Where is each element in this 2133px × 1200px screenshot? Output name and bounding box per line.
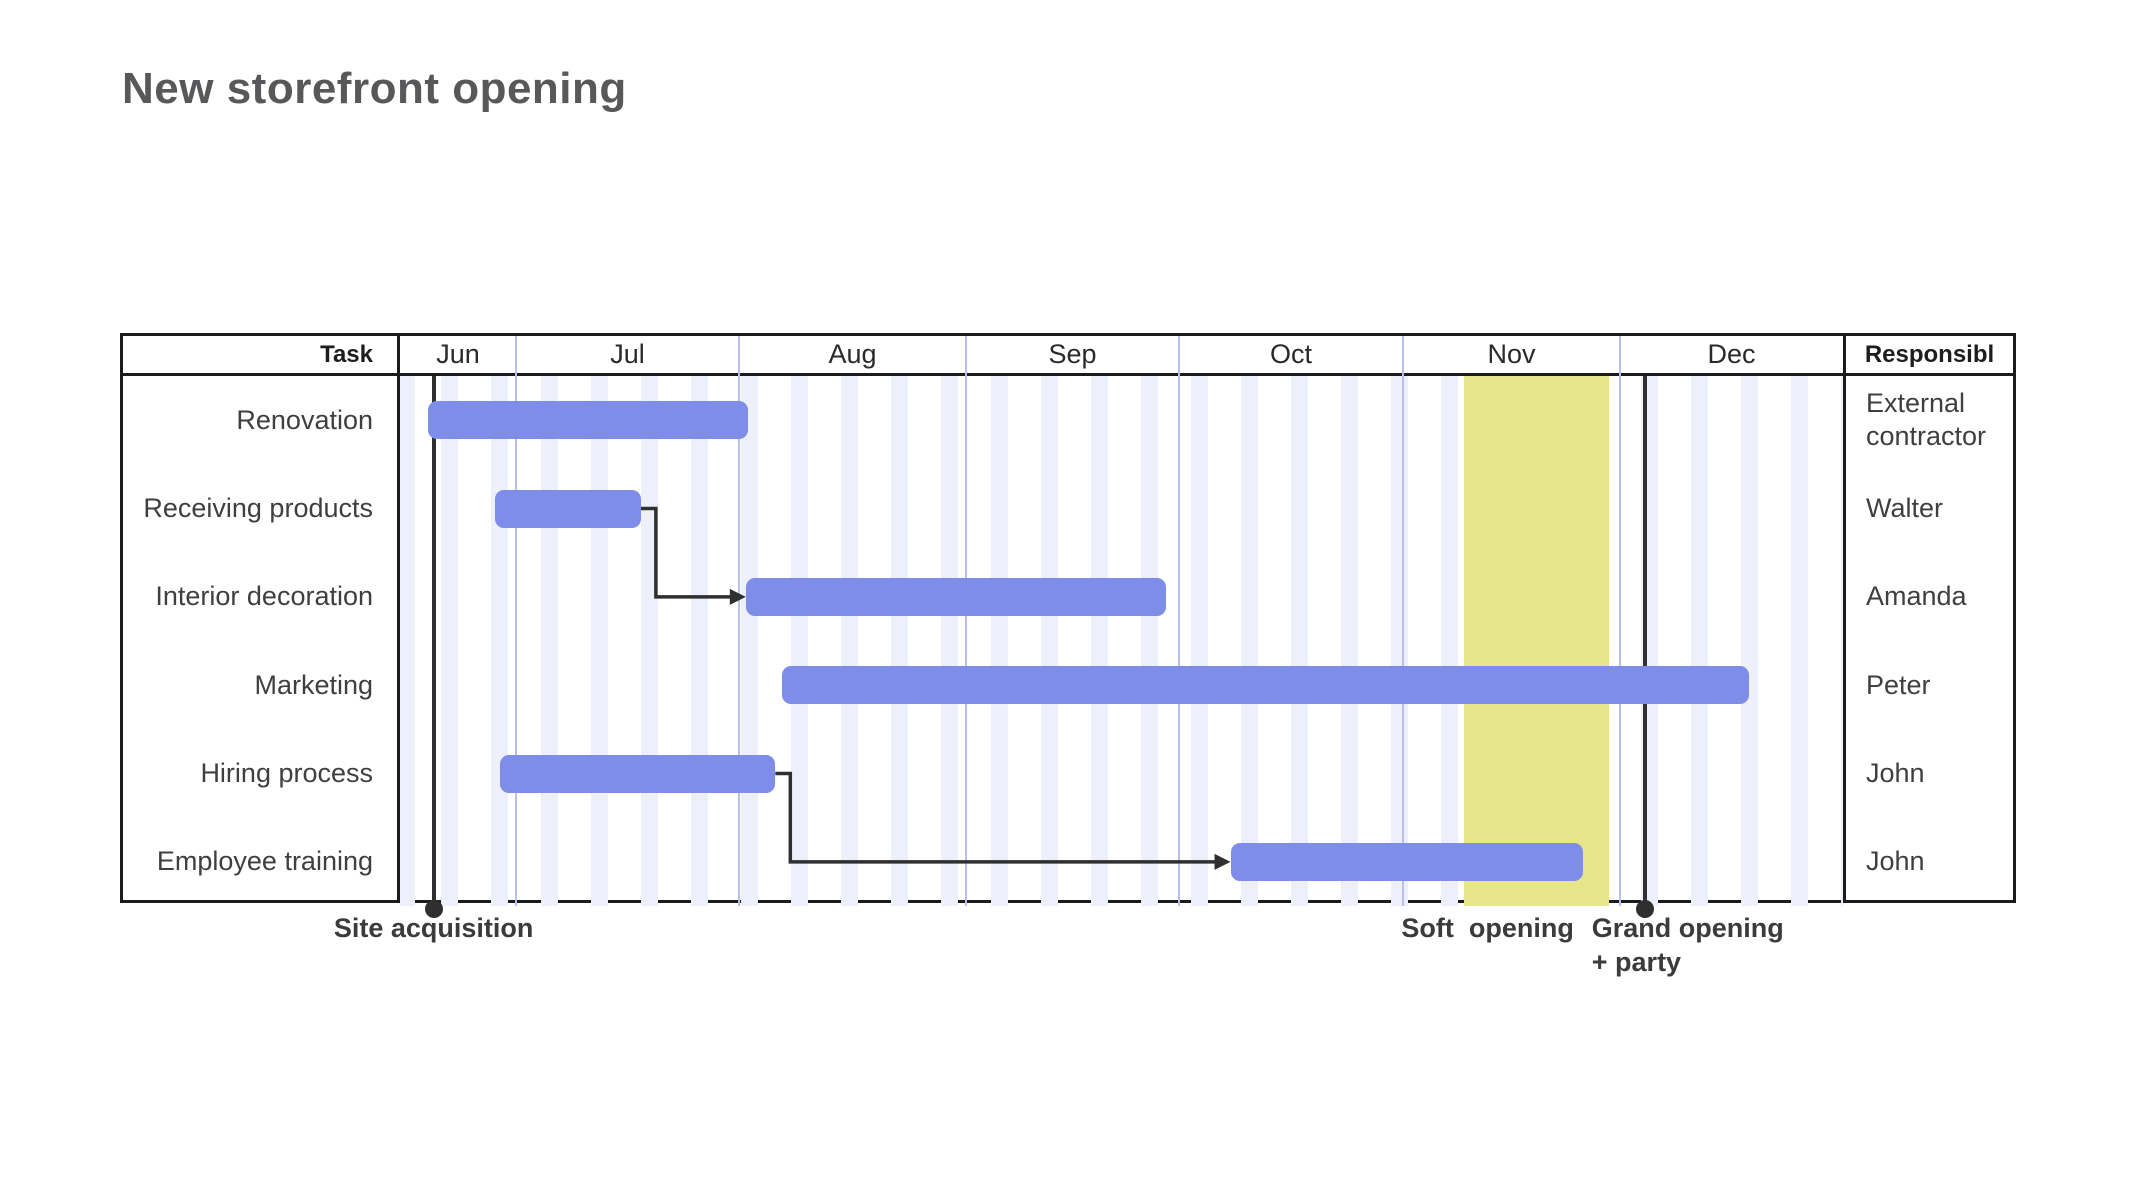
responsible-column-header: Responsibl: [1846, 336, 2013, 376]
milestone-line-0: [431, 376, 436, 906]
responsible-row: Walter: [1846, 464, 2013, 552]
task-label: Renovation: [236, 404, 373, 435]
month-gridline: [738, 336, 740, 906]
dependency-connectors: [640, 506, 1231, 870]
task-label: Hiring process: [200, 757, 373, 788]
milestone-label-line: Soft opening: [1401, 913, 1574, 943]
milestone-dot-2: [1635, 900, 1654, 918]
responsible-label: Amanda: [1866, 581, 1967, 612]
month-header-aug: Aug: [828, 339, 877, 369]
bar-receiving-products: [495, 489, 641, 528]
task-label: Employee training: [156, 846, 373, 877]
bar-hiring-process: [499, 754, 776, 793]
month-header-dec: Dec: [1707, 339, 1756, 369]
month-header-jun: Jun: [436, 339, 480, 369]
month-header-jul: Jul: [610, 339, 645, 369]
month-header-nov: Nov: [1487, 339, 1536, 369]
month-gridline: [1178, 336, 1180, 906]
dependency-arrowhead: [1214, 853, 1231, 870]
milestone-line-2: [1642, 376, 1647, 906]
responsible-label: Walter: [1866, 492, 1944, 523]
responsible-label: External contractor: [1866, 388, 1987, 452]
timeline-header: Jun Jul Aug Sep Oct Nov Dec: [400, 336, 1843, 376]
milestone-label-2: Grand opening + party: [1592, 911, 1784, 979]
responsible-label: Peter: [1866, 669, 1931, 700]
dependency-line: [640, 506, 732, 599]
task-label-row: Renovation: [123, 376, 397, 464]
dependency-line: [775, 771, 1217, 864]
task-label-row: Employee training: [123, 818, 397, 906]
bar-employee-training: [1230, 842, 1584, 881]
month-gridline: [965, 336, 967, 906]
task-label-row: Receiving products: [123, 464, 397, 552]
dependency-arrowhead: [729, 588, 746, 605]
month-gridline: [515, 336, 517, 906]
task-label-row: Marketing: [123, 641, 397, 729]
task-label: Marketing: [254, 669, 373, 700]
responsible-label: John: [1866, 757, 1925, 788]
month-header-oct: Oct: [1269, 339, 1312, 369]
task-label: Interior decoration: [155, 581, 373, 612]
page-title: New storefront opening: [122, 64, 627, 113]
responsible-label: John: [1866, 846, 1925, 877]
timeline-chart: Jun Jul Aug Sep Oct Nov Dec: [400, 336, 1843, 918]
task-column-header: Task: [123, 336, 397, 376]
bar-marketing: [782, 666, 1750, 705]
milestone-label-1: Soft opening: [1288, 911, 1688, 945]
milestone-labels: Site acquisition Soft opening Grand openin…: [334, 911, 1843, 1001]
responsible-row: External contractor: [1846, 376, 2013, 464]
month-gridline: [1402, 336, 1404, 906]
milestone-dot-0: [424, 900, 443, 918]
milestone-label-0: Site acquisition: [234, 911, 634, 945]
chart-body: [400, 336, 1843, 918]
month-gridline: [1619, 336, 1621, 906]
responsible-row: John: [1846, 729, 2013, 817]
responsible-row: Amanda: [1846, 553, 2013, 641]
milestone-label-line: Grand opening: [1591, 913, 1784, 943]
soft-opening-highlight-band: [1463, 376, 1610, 906]
responsible-row: Peter: [1846, 641, 2013, 729]
milestone-label-line: Site acquisition: [333, 913, 534, 943]
bar-renovation: [427, 401, 749, 440]
month-header-sep: Sep: [1048, 339, 1097, 369]
task-label-row: Interior decoration: [123, 553, 397, 641]
bar-interior-decoration: [745, 577, 1167, 616]
responsible-row: John: [1846, 818, 2013, 906]
task-label: Receiving products: [143, 492, 373, 523]
milestone-label-line: + party: [1591, 947, 1682, 977]
task-label-row: Hiring process: [123, 729, 397, 817]
